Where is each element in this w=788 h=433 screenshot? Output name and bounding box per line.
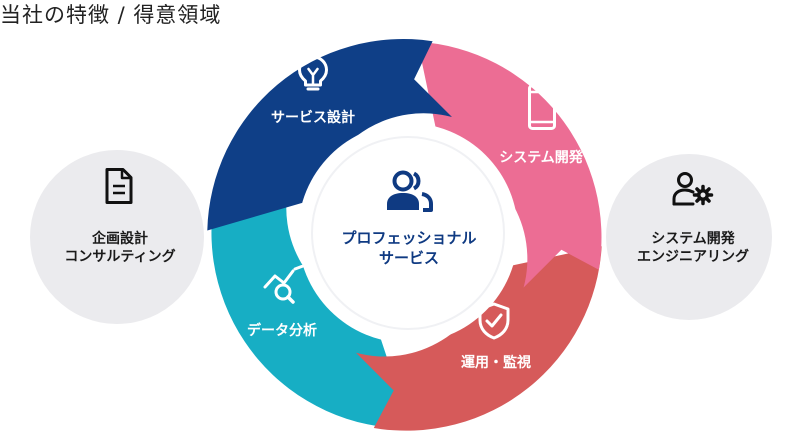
left-circle-label: 企画設計 コンサルティング [64,230,175,266]
shield-check-icon [478,302,510,340]
segment-label-service-design: サービス設計 [271,110,355,126]
center-label: プロフェッショナル サービス [341,228,476,268]
right-circle-label: システム開発 エンジニアリング [637,230,749,266]
user-gear-icon [672,172,714,206]
segment-service-design[interactable] [207,38,452,231]
document-icon [105,168,133,204]
center-hub-inner [311,136,505,330]
segment-label-operation: 運用・監視 [461,355,531,371]
center-label-line2: サービス [378,249,440,267]
segment-label-system-dev: システム開発 [499,150,583,166]
page-title: 当社の特徴 / 得意領域 [0,3,222,27]
left-circle-label-line2: コンサルティング [64,249,176,265]
right-circle-label-line2: エンジニアリング [637,249,749,265]
right-circle-label-line1: システム開発 [651,231,735,247]
segment-label-data-analysis: データ分析 [247,323,317,339]
left-circle-label-line1: 企画設計 [91,231,148,247]
left-circle-bg [30,150,204,324]
segment-system-dev[interactable] [417,41,602,288]
segment-data-analysis[interactable] [211,179,411,429]
tablet-icon [528,84,556,130]
center-label-line1: プロフェッショナル [341,229,477,247]
segment-operation[interactable] [356,246,602,431]
chart-search-icon [263,265,305,304]
lightbulb-icon [298,55,328,91]
people-icon [387,170,433,212]
right-circle-bg [606,154,772,320]
